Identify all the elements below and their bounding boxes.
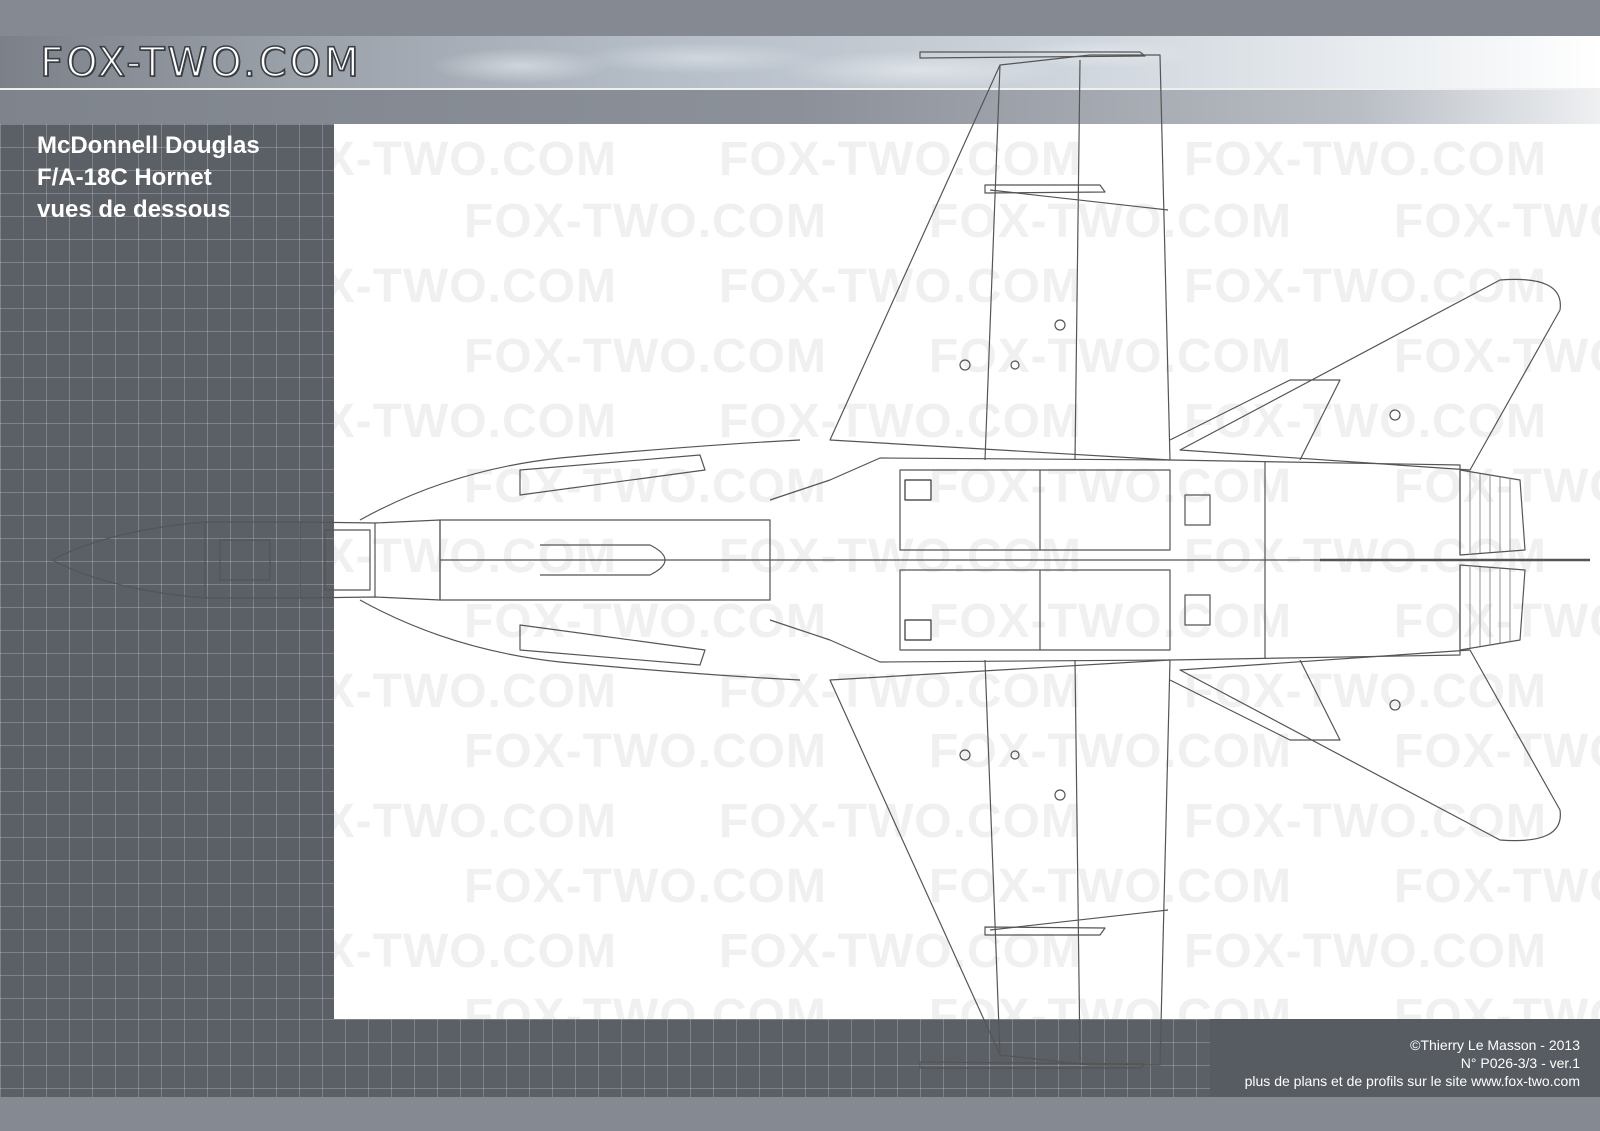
watermark-text: FOX-TWO.COM bbox=[719, 665, 1082, 718]
title-aircraft: F/A-18C Hornet bbox=[37, 164, 212, 191]
watermark-text: FOX-TWO.COM bbox=[1184, 260, 1547, 313]
nose-gear-panel bbox=[219, 539, 271, 581]
watermark-text: FOX-TWO.COM bbox=[1184, 395, 1547, 448]
intake-fairing-lower bbox=[519, 624, 706, 666]
watermark-text: FOX-TWO.COM bbox=[1184, 925, 1547, 978]
wing-flap-line bbox=[984, 64, 1001, 461]
watermark-text: FOX-TWO.COM bbox=[929, 990, 1292, 1019]
watermark-text: FOX-TWO.COM bbox=[334, 665, 617, 718]
wing-flap-line bbox=[1074, 659, 1081, 1061]
fin-upper bbox=[1169, 379, 1341, 461]
watermark-text: FOX-TWO.COM bbox=[334, 530, 617, 583]
intake-grille-lower bbox=[904, 619, 932, 641]
top-strip bbox=[0, 0, 1600, 36]
watermark-text: FOX-TWO.COM bbox=[1394, 330, 1600, 383]
banner-divider bbox=[0, 88, 1600, 90]
watermark-text: FOX-TWO.COM bbox=[334, 395, 617, 448]
radome-outline bbox=[51, 521, 206, 599]
access-panel bbox=[959, 749, 971, 761]
banner-sky-image bbox=[400, 36, 1300, 88]
watermark-text: FOX-TWO.COM bbox=[334, 133, 617, 186]
watermark-text: FOX-TWO.COM bbox=[719, 395, 1082, 448]
watermark-text: FOX-TWO.COM bbox=[1394, 990, 1600, 1019]
watermark-text: FOX-TWO.COM bbox=[719, 133, 1082, 186]
stabilizer-lower bbox=[1179, 649, 1561, 842]
pylon-lower bbox=[984, 926, 1106, 936]
watermark-text: FOX-TWO.COM bbox=[464, 990, 827, 1019]
access-panel bbox=[1389, 699, 1401, 711]
mid-fuselage-upper bbox=[769, 457, 1461, 555]
access-panel bbox=[1010, 360, 1020, 370]
watermark-text: FOX-TWO.COM bbox=[464, 860, 827, 913]
drawing-canvas: FOX-TWO.COM FOX-TWO.COM FOX-TWO.COM FOX-TWO… bbox=[334, 124, 1600, 1019]
wingtip-missile-lower bbox=[919, 1061, 1146, 1069]
watermark-text: FOX-TWO.COM bbox=[1184, 665, 1547, 718]
wing-flap-line bbox=[984, 659, 1001, 1056]
watermark-text: FOX-TWO.COM bbox=[1394, 595, 1600, 648]
access-panel bbox=[1054, 319, 1066, 331]
access-panel bbox=[1054, 789, 1066, 801]
engine-bay-upper bbox=[899, 469, 1171, 551]
watermark-text: FOX-TWO.COM bbox=[1394, 195, 1600, 248]
watermark-text: FOX-TWO.COM bbox=[464, 595, 827, 648]
wing-flap-line bbox=[1074, 59, 1081, 461]
plan-title: McDonnell Douglas F/A-18C Hornet vues de… bbox=[37, 130, 260, 226]
site-promo-text[interactable]: plus de plans et de profils sur le site … bbox=[1244, 1073, 1580, 1089]
site-logo[interactable]: FOX-TWO.COM bbox=[39, 39, 362, 87]
credits-panel bbox=[1210, 1019, 1600, 1097]
watermark-text: FOX-TWO.COM bbox=[929, 595, 1292, 648]
watermark-text: FOX-TWO.COM bbox=[464, 725, 827, 778]
lerx-upper bbox=[359, 439, 801, 521]
reference-number: N° P026-3/3 - ver.1 bbox=[1460, 1055, 1580, 1071]
watermark-text: FOX-TWO.COM bbox=[1394, 725, 1600, 778]
wing-lower bbox=[829, 659, 1171, 1066]
watermark-text: FOX-TWO.COM bbox=[929, 860, 1292, 913]
title-manufacturer: McDonnell Douglas bbox=[37, 132, 260, 159]
copyright-text: ©Thierry Le Masson - 2013 bbox=[1410, 1037, 1580, 1053]
mid-fuselage-lower bbox=[769, 565, 1461, 663]
watermark-text: FOX-TWO.COM bbox=[1184, 795, 1547, 848]
access-panel bbox=[959, 359, 971, 371]
watermark-text: FOX-TWO.COM bbox=[334, 260, 617, 313]
forward-fuselage bbox=[205, 519, 441, 601]
watermark-text: FOX-TWO.COM bbox=[334, 795, 617, 848]
pylon-upper bbox=[984, 184, 1106, 194]
watermark-text: FOX-TWO.COM bbox=[464, 195, 827, 248]
nozzle-lower bbox=[1459, 564, 1526, 651]
footer-strip bbox=[0, 1097, 1600, 1131]
watermark-text: FOX-TWO.COM bbox=[719, 795, 1082, 848]
watermark-text: FOX-TWO.COM bbox=[334, 925, 617, 978]
arrestor-panel bbox=[1184, 594, 1211, 626]
stabilizer-upper bbox=[1179, 278, 1561, 471]
wing-upper bbox=[829, 54, 1171, 461]
header-sub-strip bbox=[0, 90, 1600, 124]
nozzle-upper bbox=[1459, 469, 1526, 556]
access-panel bbox=[1010, 750, 1020, 760]
intake-grille-upper bbox=[904, 479, 932, 501]
ladder-panel bbox=[324, 529, 371, 591]
lerx-lower bbox=[359, 599, 801, 681]
title-view: vues de dessous bbox=[37, 196, 231, 223]
engine-bay-lower bbox=[899, 569, 1171, 651]
grid-sidebar bbox=[0, 124, 334, 1131]
wing-panel-line bbox=[989, 189, 1169, 211]
watermark-text: FOX-TWO.COM bbox=[719, 925, 1082, 978]
fin-lower bbox=[1169, 659, 1341, 741]
credits-block: ©Thierry Le Masson - 2013 N° P026-3/3 - … bbox=[1245, 1036, 1580, 1090]
watermark-layer: FOX-TWO.COM FOX-TWO.COM FOX-TWO.COM FOX-TWO… bbox=[334, 124, 1600, 1019]
arrestor-panel bbox=[1184, 494, 1211, 526]
access-panel bbox=[1389, 409, 1401, 421]
watermark-text: FOX-TWO.COM bbox=[929, 460, 1292, 513]
intake-fairing-upper bbox=[519, 454, 706, 496]
wing-panel-line bbox=[989, 909, 1169, 931]
watermark-text: FOX-TWO.COM bbox=[1184, 530, 1547, 583]
watermark-text: FOX-TWO.COM bbox=[464, 330, 827, 383]
wingtip-missile-upper bbox=[919, 51, 1146, 59]
watermark-text: FOX-TWO.COM bbox=[1394, 860, 1600, 913]
watermark-text: FOX-TWO.COM bbox=[1394, 460, 1600, 513]
watermark-text: FOX-TWO.COM bbox=[1184, 133, 1547, 186]
watermark-text: FOX-TWO.COM bbox=[464, 460, 827, 513]
